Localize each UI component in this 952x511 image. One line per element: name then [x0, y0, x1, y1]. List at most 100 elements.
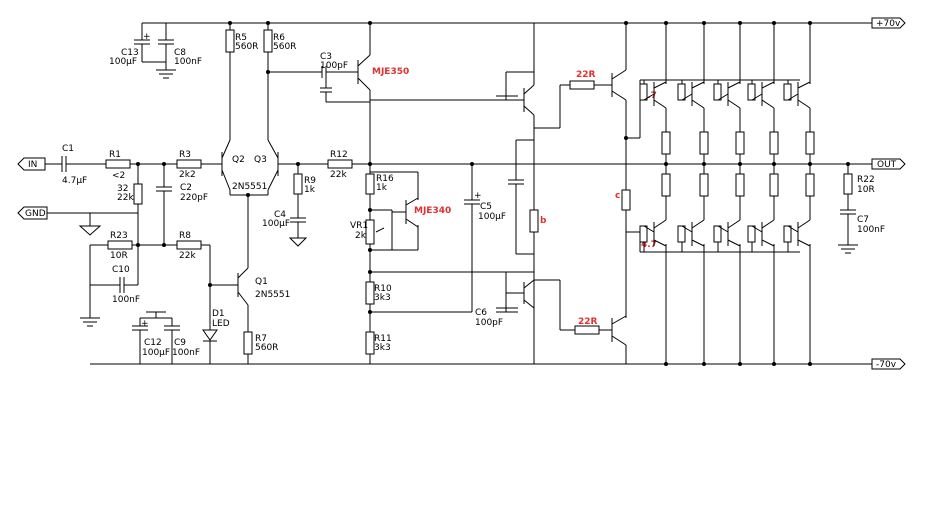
resistor-r12: R12 22k [327, 150, 353, 180]
output-lower-base-wire [787, 225, 799, 233]
output-upper-emitter-lead [653, 99, 667, 109]
c10-label: C10 [112, 265, 130, 275]
d1-value: LED [212, 319, 230, 329]
output-upper-base-wire [681, 93, 693, 101]
r1-label: R1 [109, 150, 121, 160]
transistor-q1: Q1 2N5551 [210, 267, 290, 332]
q3-label: Q3 [254, 155, 267, 165]
output-upper-emitter-lead [761, 99, 775, 109]
c2-label: C2 [180, 183, 192, 193]
capacitors-c13-c8: + C13 100µF C8 100nF [109, 23, 202, 79]
output-upper-node [702, 21, 706, 25]
c10-value: 100nF [112, 295, 140, 305]
capacitor-c2: C2 220pF [156, 162, 208, 245]
output-lower-collector-lead [797, 239, 811, 247]
zobel-network: R22 10R C7 100nF [838, 162, 885, 254]
c9-label: C9 [174, 338, 186, 348]
output-lower-emitter-resistor [805, 173, 815, 197]
input-connector: IN [17, 157, 46, 171]
c4-value: 100µF [262, 219, 290, 229]
c12-value: 100µF [142, 348, 170, 358]
driver-top-resistor-label: 22R [576, 70, 596, 80]
q2-label: Q2 [232, 155, 245, 165]
output-lower-emitter-lead [761, 219, 775, 229]
ground-connector: GND [17, 206, 138, 236]
led-d1: D1 LED [202, 309, 230, 364]
capacitors-c12-c9: + C12 100µF C9 100nF [132, 311, 200, 364]
output-upper-emitter-resistor [735, 131, 745, 155]
output-lower-base-wire [717, 225, 729, 233]
capacitor-c3: C3 100pF [268, 52, 370, 103]
output-transistor-array [639, 21, 815, 366]
output-upper-base-wire [787, 93, 799, 101]
output-upper-base-wire [751, 93, 763, 101]
output-upper-base-resistor [783, 83, 792, 101]
output-upper-collector-lead [797, 81, 811, 89]
r10-value: 3k3 [374, 293, 391, 303]
output-upper-collector-lead [691, 81, 705, 89]
c4-label: C4 [274, 210, 286, 220]
r12-value: 22k [330, 170, 347, 180]
output-upper-base-wire [643, 93, 655, 101]
svg-text:+: + [143, 32, 151, 42]
driver-top: 22R [370, 23, 612, 364]
r1-value: <2 [112, 171, 125, 181]
output-label: OUT [877, 160, 897, 170]
r8-label: R8 [179, 231, 191, 241]
capacitor-c5: + C5 100µF [464, 162, 506, 312]
output-upper-node [664, 21, 668, 25]
resistor-r7: R7 560R [243, 331, 278, 364]
c9-value: 100nF [172, 348, 200, 358]
input-label: IN [28, 160, 37, 170]
output-lower-emitter-resistor [699, 173, 709, 197]
capacitor-c1: C1 4.7µF [58, 144, 87, 186]
c6-label: C6 [475, 308, 487, 318]
r5-label: R5 [235, 33, 247, 43]
resistors-r10-r11: R10 3k3 R11 3k3 [365, 270, 534, 355]
c6-value: 100pF [475, 318, 503, 328]
resistor-r9: R9 1k [293, 162, 316, 218]
c1-value: 4.7µF [62, 176, 87, 186]
resistors-r5-r6: R5 560R R6 560R [225, 21, 296, 140]
c3-label: C3 [320, 52, 332, 62]
bias-c-label: c [615, 191, 620, 201]
output-upper-collector-lead [761, 81, 775, 89]
resistor-r1: R1 <2 [105, 150, 131, 181]
output-node [738, 162, 742, 166]
output-upper-node [738, 21, 742, 25]
c13-value: 100µF [109, 57, 137, 67]
output-lower-emitter-resistor [735, 173, 745, 197]
output-lower-base-resistor [713, 225, 722, 243]
output-upper-node [772, 21, 776, 25]
output-lower-node [738, 362, 742, 366]
resistor-r3: R3 2k2 [176, 150, 202, 180]
output-lower-emitter-resistor [769, 173, 779, 197]
r3-value: 2k2 [179, 170, 196, 180]
r7-value: 560R [255, 343, 278, 353]
r9-label: R9 [304, 176, 316, 186]
r6-value: 560R [273, 42, 296, 52]
r22-value: 10R [857, 185, 875, 195]
r32-label: 32 [117, 184, 128, 194]
r5-value: 560R [235, 42, 258, 52]
r11-value: 3k3 [374, 343, 391, 353]
output-upper-base-resistor [747, 83, 756, 101]
q1-label: Q1 [255, 277, 268, 287]
driver-bottom-resistor-label: 22R [578, 317, 598, 327]
c8-value: 100nF [174, 57, 202, 67]
transistor-q2: Q2 [218, 139, 245, 191]
d1-label: D1 [212, 309, 225, 319]
negative-rail: -70v [90, 358, 906, 370]
output-lower-collector-lead [653, 239, 667, 247]
output-upper-emitter-resistor [661, 131, 671, 155]
output-node [702, 162, 706, 166]
output-upper-emitter-lead [797, 99, 811, 109]
r22-label: R22 [857, 175, 875, 185]
svg-text:+: + [474, 191, 482, 201]
c12-label: C12 [144, 338, 162, 348]
r16-value: 1k [376, 183, 388, 193]
output-lower-emitter-lead [691, 219, 705, 229]
r3-label: R3 [179, 150, 191, 160]
output-upper-emitter-lead [691, 99, 705, 109]
